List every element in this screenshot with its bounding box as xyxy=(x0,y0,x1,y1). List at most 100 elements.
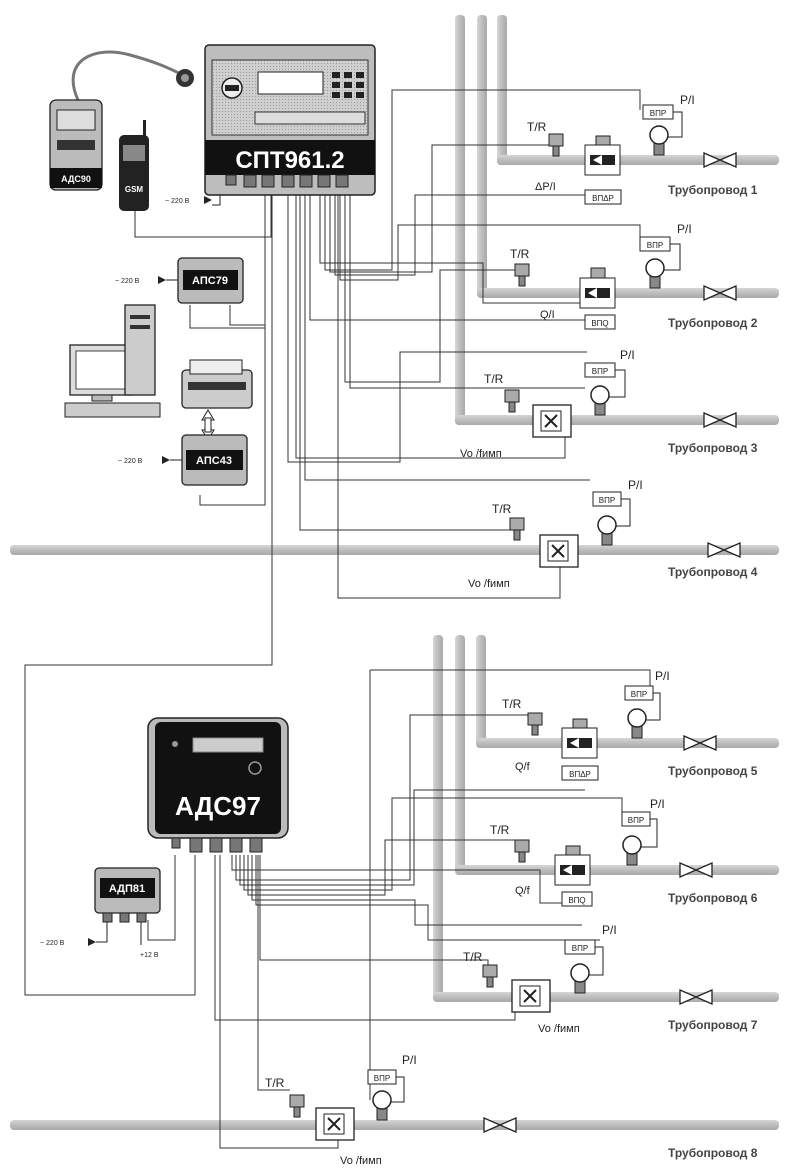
sensor-group-1: T/R ΔP/I ВПΔР ВПР P/I xyxy=(527,93,695,205)
pressure-gauge-5 xyxy=(627,708,647,739)
dpi-label-1: ΔP/I xyxy=(535,181,556,193)
pi-label-8: P/I xyxy=(402,1053,417,1067)
pipeline-6-label: Трубопровод 6 xyxy=(668,891,758,905)
pi-label-1: P/I xyxy=(680,93,695,107)
gsm-supply-label: ~ 220 В xyxy=(165,198,190,205)
ads90-device: АДС90 xyxy=(49,50,194,191)
vpr-box-4: ВПР xyxy=(599,496,615,505)
pi-label-6: P/I xyxy=(650,797,665,811)
vpr-box-5: ВПР xyxy=(631,690,647,699)
temperature-sensor-8 xyxy=(289,1094,305,1118)
sensor-group-6: T/R Q/f ВПQ ВПР P/I xyxy=(490,797,665,907)
pressure-gauge-3 xyxy=(590,385,610,416)
pipes-upper xyxy=(455,15,507,425)
gsm-phone: GSM xyxy=(119,120,149,211)
spt961-title: СПТ961.2 xyxy=(235,147,344,174)
printer xyxy=(181,359,253,441)
aps43-title: АПС43 xyxy=(196,455,232,467)
qi-label-2: Q/I xyxy=(540,309,555,321)
vpr-box-1: ВПР xyxy=(650,109,666,118)
pipes-lower xyxy=(433,635,486,1002)
tr-label-2: T/R xyxy=(510,247,530,261)
vpdp-box-5: ВПΔР xyxy=(569,770,591,779)
pc-computer xyxy=(64,304,161,418)
tr-label-7: T/R xyxy=(463,950,483,964)
temperature-sensor-3 xyxy=(504,389,520,413)
flowmeter-6 xyxy=(554,845,591,886)
pressure-gauge-6 xyxy=(622,835,642,866)
wires-lower xyxy=(147,669,651,1149)
pipeline-7-label: Трубопровод 7 xyxy=(668,1018,758,1032)
sensor-group-8: T/R Vo /fимп ВПР P/I xyxy=(265,1053,417,1167)
vimp-label-3: Vo /fимп xyxy=(460,448,502,460)
tr-label-6: T/R xyxy=(490,823,510,837)
vortex-flowmeter-3 xyxy=(532,404,572,438)
gsm-label: GSM xyxy=(125,185,144,194)
pipeline-5-label: Трубопровод 5 xyxy=(668,764,758,778)
temperature-sensor-4 xyxy=(509,517,525,541)
vortex-flowmeter-4 xyxy=(539,534,579,568)
pressure-gauge-7 xyxy=(570,963,590,994)
vpr-box-7: ВПР xyxy=(572,944,588,953)
tr-label-3: T/R xyxy=(484,372,504,386)
aps79-supply-label: ~ 220 В xyxy=(115,278,140,285)
vortex-flowmeter-8 xyxy=(315,1107,355,1141)
vpq-box-2: ВПQ xyxy=(591,319,608,328)
adp81-supply-label: ~ 220 В xyxy=(40,940,65,947)
sensor-group-7: T/R Vo /fимп ВПР P/I xyxy=(463,923,617,1035)
aps43-supply-label: ~ 220 В xyxy=(118,458,143,465)
pi-label-7: P/I xyxy=(602,923,617,937)
sensor-group-3: T/R Vo /fимп ВПР P/I xyxy=(460,348,635,460)
valves xyxy=(483,152,741,1133)
qf-label-6: Q/f xyxy=(515,885,531,897)
vpq-box-6: ВПQ xyxy=(568,896,585,905)
gsm-power: ~ 220 В xyxy=(165,194,221,206)
pressure-gauge-8 xyxy=(372,1090,392,1121)
vpr-box-3: ВПР xyxy=(592,367,608,376)
temperature-sensor-2 xyxy=(514,263,530,287)
aps43-device: АПС43 ~ 220 В xyxy=(118,434,248,486)
tr-label-8: T/R xyxy=(265,1076,285,1090)
sensor-group-2: T/R Q/I ВПQ ВПР P/I xyxy=(510,222,692,330)
tr-label-1: T/R xyxy=(527,120,547,134)
adp81-12v-label: +12 В xyxy=(140,952,159,959)
vpr-box-6: ВПР xyxy=(628,816,644,825)
pi-label-3: P/I xyxy=(620,348,635,362)
vpdp-box-1: ВПΔР xyxy=(592,194,614,203)
pipeline-8-label: Трубопровод 8 xyxy=(668,1146,758,1160)
vpr-box-8: ВПР xyxy=(374,1074,390,1083)
vimp-label-7: Vo /fимп xyxy=(538,1023,580,1035)
pipeline-labels: Трубопровод 1 Трубопровод 2 Трубопровод … xyxy=(668,183,758,1160)
temperature-sensor-5 xyxy=(527,712,543,736)
ads97-device: АДС97 xyxy=(147,717,289,853)
ads97-title: АДС97 xyxy=(175,791,261,821)
vortex-flowmeter-7 xyxy=(511,979,551,1013)
spt961-device: СПТ961.2 xyxy=(204,44,376,196)
pressure-gauge-1 xyxy=(649,125,669,156)
aps79-device: АПС79 ~ 220 В xyxy=(115,257,244,304)
pi-label-4: P/I xyxy=(628,478,643,492)
pressure-gauge-4 xyxy=(597,515,617,546)
temperature-sensor-7 xyxy=(482,964,498,988)
wires-upper xyxy=(24,89,641,996)
ads90-title: АДС90 xyxy=(61,174,91,184)
pi-label-5: P/I xyxy=(655,669,670,683)
pipeline-2-label: Трубопровод 2 xyxy=(668,316,758,330)
tr-label-5: T/R xyxy=(502,697,522,711)
adp81-device: АДП81 ~ 220 В +12 В xyxy=(40,867,161,959)
temperature-sensor-6 xyxy=(514,839,530,863)
sensor-group-5: T/R Q/f ВПΔР ВПР P/I xyxy=(502,669,670,781)
qf-label-5: Q/f xyxy=(515,761,531,773)
sensor-group-4: T/R Vo /fимп ВПР P/I xyxy=(468,478,643,590)
flowmeter-5 xyxy=(561,718,598,759)
pipeline-3-label: Трубопровод 3 xyxy=(668,441,758,455)
adp81-title: АДП81 xyxy=(109,883,145,895)
aps79-title: АПС79 xyxy=(192,275,228,287)
vimp-label-8: Vo /fимп xyxy=(340,1155,382,1167)
vpr-box-2: ВПР xyxy=(647,241,663,250)
pipeline-1-label: Трубопровод 1 xyxy=(668,183,758,197)
pressure-gauge-2 xyxy=(645,258,665,289)
pi-label-2: P/I xyxy=(677,222,692,236)
